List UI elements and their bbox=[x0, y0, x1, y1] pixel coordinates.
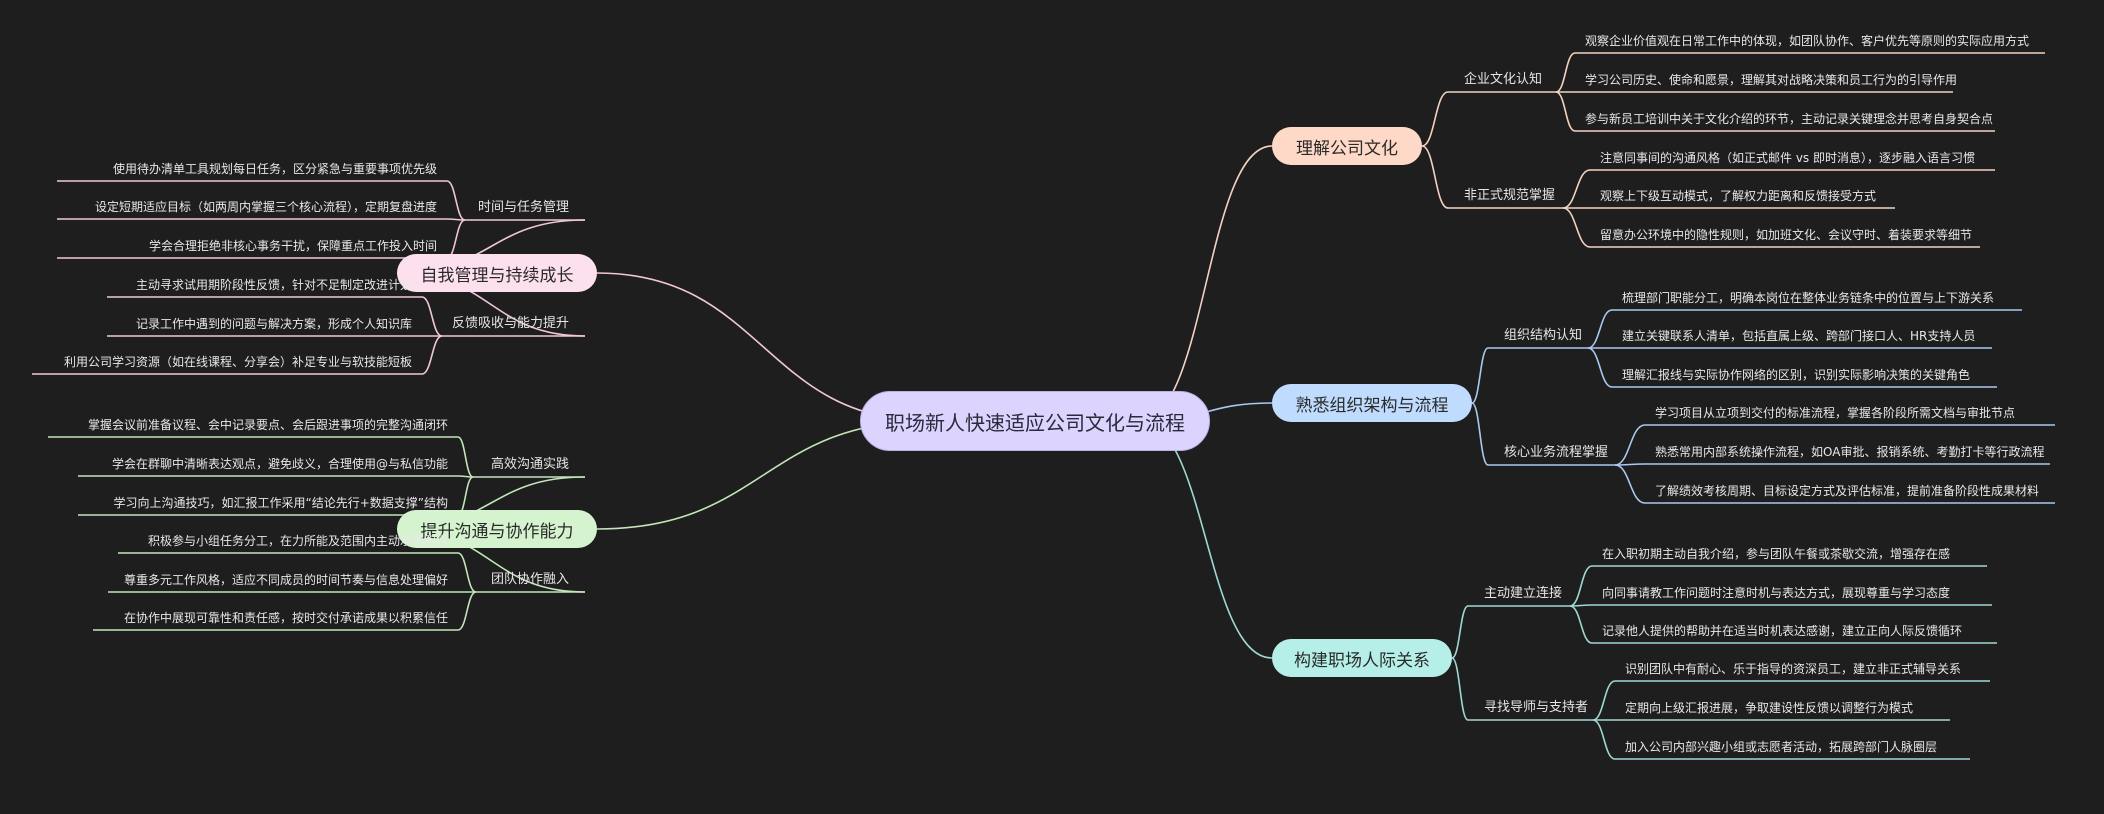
leaf-label[interactable]: 学会合理拒绝非核心事务干扰，保障重点工作投入时间 bbox=[148, 239, 437, 253]
subtopic-label[interactable]: 企业文化认知 bbox=[1464, 72, 1543, 87]
leaf-label[interactable]: 定期向上级汇报进展，争取建设性反馈以调整行为模式 bbox=[1625, 701, 1914, 715]
leaf-label[interactable]: 记录他人提供的帮助并在适当时机表达感谢，建立正向人际反馈循环 bbox=[1602, 624, 1963, 638]
connector-line bbox=[1421, 91, 1449, 147]
connector-line bbox=[1139, 145, 1273, 422]
leaf-label[interactable]: 观察上下级互动模式，了解权力距离和反馈接受方式 bbox=[1600, 189, 1877, 203]
leaf-label[interactable]: 参与新员工培训中关于文化介绍的环节，主动记录关键理念并思考自身契合点 bbox=[1585, 112, 1994, 126]
connector-line bbox=[421, 296, 443, 337]
subtopic-label[interactable]: 高效沟通实践 bbox=[490, 457, 569, 472]
leaf-label[interactable]: 掌握会议前准备议程、会中记录要点、会后跟进事项的完整沟通闭环 bbox=[87, 418, 448, 432]
connector-line bbox=[1592, 719, 1616, 760]
leaf-label[interactable]: 利用公司学习资源（如在线课程、分享会）补足专业与软技能短板 bbox=[63, 355, 412, 369]
connector-line bbox=[1569, 605, 1593, 644]
connector-line bbox=[1471, 402, 1489, 466]
subtopic-label[interactable]: 寻找导师与支持者 bbox=[1484, 700, 1589, 715]
connector-line bbox=[1421, 145, 1449, 209]
subtopic-label[interactable]: 主动建立连接 bbox=[1484, 586, 1563, 601]
leaf-label[interactable]: 尊重多元工作风格，适应不同成员的时间节奏与信息处理偏好 bbox=[123, 573, 448, 587]
leaf-label[interactable]: 学习公司历史、使命和愿景，理解其对战略决策和员工行为的引导作用 bbox=[1585, 73, 1958, 87]
connector-line bbox=[1451, 605, 1469, 659]
leaf-label[interactable]: 梳理部门职能分工，明确本岗位在整体业务链条中的位置与上下游关系 bbox=[1622, 291, 1995, 305]
leaf-label[interactable]: 建立关键联系人清单，包括直属上级、跨部门接口人、HR支持人员 bbox=[1622, 329, 1976, 343]
branch-topic[interactable]: 提升沟通与协作能力 bbox=[397, 510, 597, 548]
connector-line bbox=[1562, 207, 1591, 248]
leaf-label[interactable]: 在协作中展现可靠性和责任感，按时交付承诺成果以积累信任 bbox=[123, 611, 448, 625]
subtopic-label[interactable]: 非正式规范掌握 bbox=[1464, 188, 1556, 203]
leaf-label[interactable]: 使用待办清单工具规划每日任务，区分紧急与重要事项优先级 bbox=[112, 162, 437, 176]
leaf-label[interactable]: 注意同事间的沟通风格（如正式邮件 vs 即时消息），逐步融入语言习惯 bbox=[1600, 151, 1975, 165]
leaf-label[interactable]: 了解绩效考核周期、目标设定方式及评估标准，提前准备阶段性成果材料 bbox=[1655, 484, 2040, 498]
connector-line bbox=[1555, 52, 1576, 93]
connector-line bbox=[1592, 680, 1616, 721]
leaf-label[interactable]: 熟悉常用内部系统操作流程，如OA审批、报销系统、考勤打卡等行政流程 bbox=[1655, 445, 2045, 459]
connector-line bbox=[1587, 309, 1613, 349]
central-topic[interactable]: 职场新人快速适应公司文化与流程 bbox=[860, 391, 1210, 451]
subtopic-label[interactable]: 组织结构认知 bbox=[1504, 328, 1583, 343]
subtopic-label[interactable]: 团队协作融入 bbox=[490, 572, 569, 587]
connector-line bbox=[1562, 169, 1591, 209]
leaf-label[interactable]: 设定短期适应目标（如两周内掌握三个核心流程），定期复盘进度 bbox=[94, 200, 437, 214]
connector-line bbox=[446, 219, 466, 259]
connector-line bbox=[1569, 565, 1593, 607]
connector-line bbox=[1614, 464, 1646, 504]
leaf-label[interactable]: 留意办公环境中的隐性规则，如加班文化、会议守时、着装要求等细节 bbox=[1600, 228, 1973, 242]
leaf-label[interactable]: 理解汇报线与实际协作网络的区别，识别实际影响决策的关键角色 bbox=[1622, 368, 1971, 382]
connector-line bbox=[1587, 347, 1613, 388]
subtopic-label[interactable]: 核心业务流程掌握 bbox=[1504, 445, 1609, 460]
connector-line bbox=[457, 591, 477, 631]
leaf-label[interactable]: 识别团队中有耐心、乐于指导的资深员工，建立非正式辅导关系 bbox=[1625, 662, 1962, 676]
leaf-label[interactable]: 记录工作中遇到的问题与解决方案，形成个人知识库 bbox=[135, 317, 412, 331]
subtopic-label[interactable]: 反馈吸收与能力提升 bbox=[451, 316, 569, 331]
branch-topic[interactable]: 构建职场人际关系 bbox=[1272, 639, 1452, 677]
connector-line bbox=[1139, 420, 1273, 659]
subtopic-label[interactable]: 时间与任务管理 bbox=[477, 200, 569, 215]
branch-topic[interactable]: 理解公司文化 bbox=[1272, 127, 1422, 165]
leaf-label[interactable]: 主动寻求试用期阶段性反馈，针对不足制定改进计划 bbox=[135, 278, 412, 292]
leaf-label[interactable]: 学会在群聊中清晰表达观点，避免歧义，合理使用@与私信功能 bbox=[111, 457, 448, 471]
connector-line bbox=[457, 436, 474, 478]
connector-line bbox=[1471, 347, 1489, 404]
connector-line bbox=[446, 180, 466, 221]
connector-line bbox=[421, 335, 443, 375]
leaf-label[interactable]: 在入职初期主动自我介绍，参与团队午餐或茶歇交流，增强存在感 bbox=[1602, 547, 1951, 561]
connector-line bbox=[457, 552, 477, 593]
leaf-label[interactable]: 观察企业价值观在日常工作中的体现，如团队协作、客户优先等原则的实际应用方式 bbox=[1585, 34, 2030, 48]
leaf-label[interactable]: 向同事请教工作问题时注意时机与表达方式，展现尊重与学习态度 bbox=[1602, 586, 1951, 600]
branch-topic[interactable]: 自我管理与持续成长 bbox=[397, 254, 597, 292]
connector-line bbox=[1555, 91, 1576, 132]
leaf-label[interactable]: 积极参与小组任务分工，在力所能及范围内主动承担职责 bbox=[147, 534, 448, 548]
leaf-label[interactable]: 加入公司内部兴趣小组或志愿者活动，拓展跨部门人脉圈层 bbox=[1625, 740, 1938, 754]
leaf-label[interactable]: 学习向上沟通技巧，如汇报工作采用“结论先行+数据支撑”结构 bbox=[113, 496, 449, 510]
branch-topic[interactable]: 熟悉组织架构与流程 bbox=[1272, 384, 1472, 422]
connector-line bbox=[1451, 657, 1469, 721]
connector-line bbox=[1614, 424, 1646, 466]
leaf-label[interactable]: 学习项目从立项到交付的标准流程，掌握各阶段所需文档与审批节点 bbox=[1655, 406, 2016, 420]
